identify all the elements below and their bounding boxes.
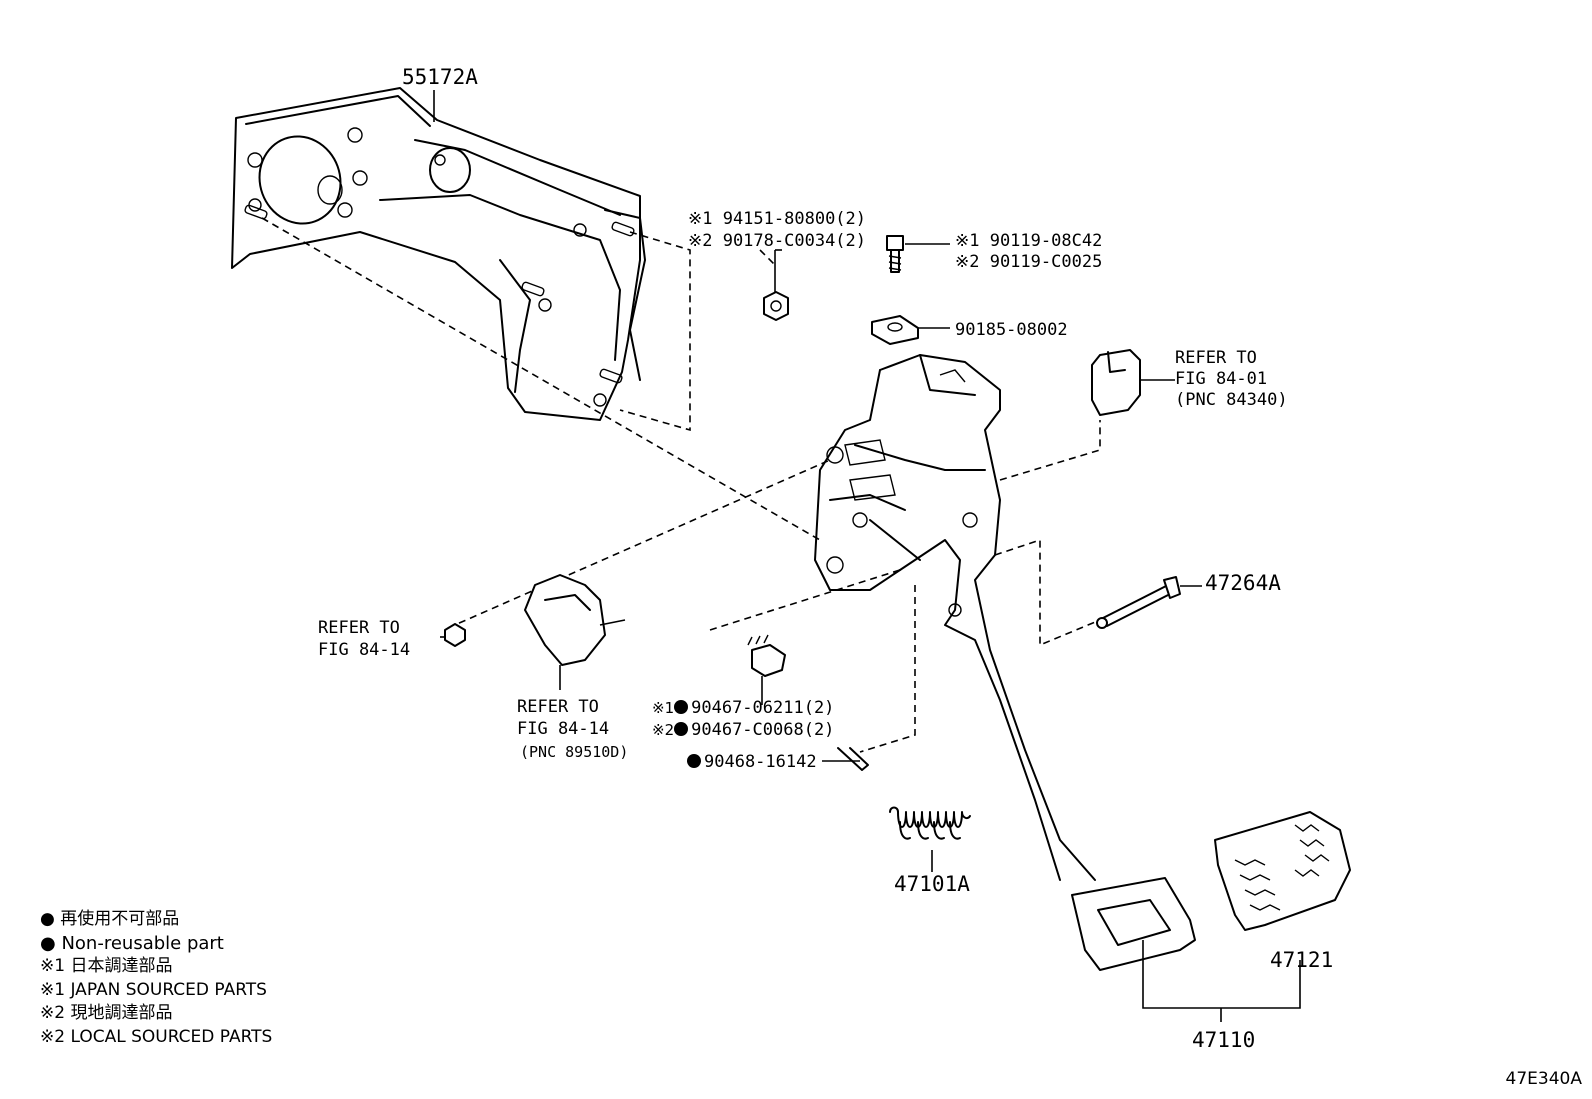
label-refer-sensor-line2: FIG 84-14 [517, 719, 610, 739]
legend-bullet: ※2 [40, 1003, 66, 1023]
clevis-pin-drawing [1096, 576, 1202, 629]
legend-row: ※2 現地調達部品 [40, 1002, 272, 1026]
bracket-drawing [231, 87, 646, 421]
legend-bullet: ● [40, 932, 56, 954]
switch-drawing [1091, 349, 1175, 416]
pedal-assembly-drawing [814, 354, 1096, 881]
label-leaders [433, 90, 1301, 1022]
label-47110: 47110 [1192, 1028, 1256, 1052]
clip-drawing [747, 634, 786, 705]
mark-local: ※2 [652, 721, 675, 739]
label-47264a: 47264A [1205, 571, 1281, 595]
label-90119-08c42: ※1 90119-08C42 [955, 231, 1103, 251]
label-90178-c0034: ※2 90178-C0034(2) [688, 231, 867, 251]
label-47121: 47121 [1270, 948, 1334, 972]
label-55172a: 55172A [402, 65, 478, 89]
legend: ● 再使用不可部品 ● Non-reusable part ※1 日本調達部品 … [40, 908, 272, 1049]
mark-japan: ※1 [652, 699, 675, 717]
legend-text: 日本調達部品 [70, 956, 173, 976]
legend-bullet: ※1 [40, 979, 66, 1000]
label-90185-08002: 90185-08002 [955, 320, 1068, 340]
legend-bullet: ※2 [40, 1026, 66, 1047]
label-90119-c0025: ※2 90119-C0025 [955, 252, 1103, 272]
legend-row: ※2 LOCAL SOURCED PARTS [40, 1026, 272, 1050]
label-90468-16142-text: 90468-16142 [704, 752, 817, 772]
cage-nut-drawing [871, 315, 950, 345]
pedal-pad-drawing [1214, 811, 1351, 931]
label-90467-06211: ※1 90467-06211(2) [652, 698, 834, 718]
legend-row: ● Non-reusable part [40, 932, 272, 956]
sensor-drawing [440, 574, 626, 690]
legend-row: ● 再使用不可部品 [40, 908, 272, 932]
legend-text: 再使用不可部品 [60, 909, 180, 929]
pedal-plate-drawing [1071, 877, 1196, 971]
pin-clip-drawing [822, 747, 869, 771]
legend-bullet: ● [40, 909, 55, 929]
legend-row: ※1 日本調達部品 [40, 955, 272, 979]
label-refer-switch-line3: (PNC 84340) [1175, 390, 1288, 410]
dashed-leaders [261, 217, 1101, 753]
label-refer-left-line1: REFER TO [318, 618, 400, 638]
label-90467-06211-text: 90467-06211(2) [691, 698, 835, 718]
legend-text: 現地調達部品 [70, 1003, 173, 1023]
legend-text: LOCAL SOURCED PARTS [70, 1026, 273, 1047]
flange-bolt-drawing [763, 249, 789, 321]
legend-text: Non-reusable part [61, 932, 224, 954]
label-90468-16142: 90468-16142 [687, 752, 817, 772]
label-47101a: 47101A [894, 872, 970, 896]
label-90467-c0068-text: 90467-C0068(2) [691, 720, 835, 740]
label-94151-80800: ※1 94151-80800(2) [688, 209, 867, 229]
figure-id: 47E340A [1505, 1069, 1582, 1089]
non-reusable-dot-icon [687, 754, 701, 768]
label-refer-switch-line2: FIG 84-01 [1175, 369, 1268, 389]
label-90467-c0068: ※2 90467-C0068(2) [652, 720, 834, 740]
legend-bullet: ※1 [40, 956, 66, 976]
label-refer-left-line2: FIG 84-14 [318, 640, 411, 660]
legend-row: ※1 JAPAN SOURCED PARTS [40, 979, 272, 1003]
spring-drawing [889, 806, 971, 872]
legend-text: JAPAN SOURCED PARTS [70, 979, 267, 1000]
non-reusable-dot-icon [674, 700, 689, 714]
label-refer-switch-line1: REFER TO [1175, 348, 1257, 368]
label-refer-sensor-line1: REFER TO [517, 697, 599, 717]
screw-drawing [886, 235, 950, 273]
label-refer-sensor-line3: (PNC 89510D) [520, 743, 629, 761]
non-reusable-dot-icon [674, 722, 689, 736]
